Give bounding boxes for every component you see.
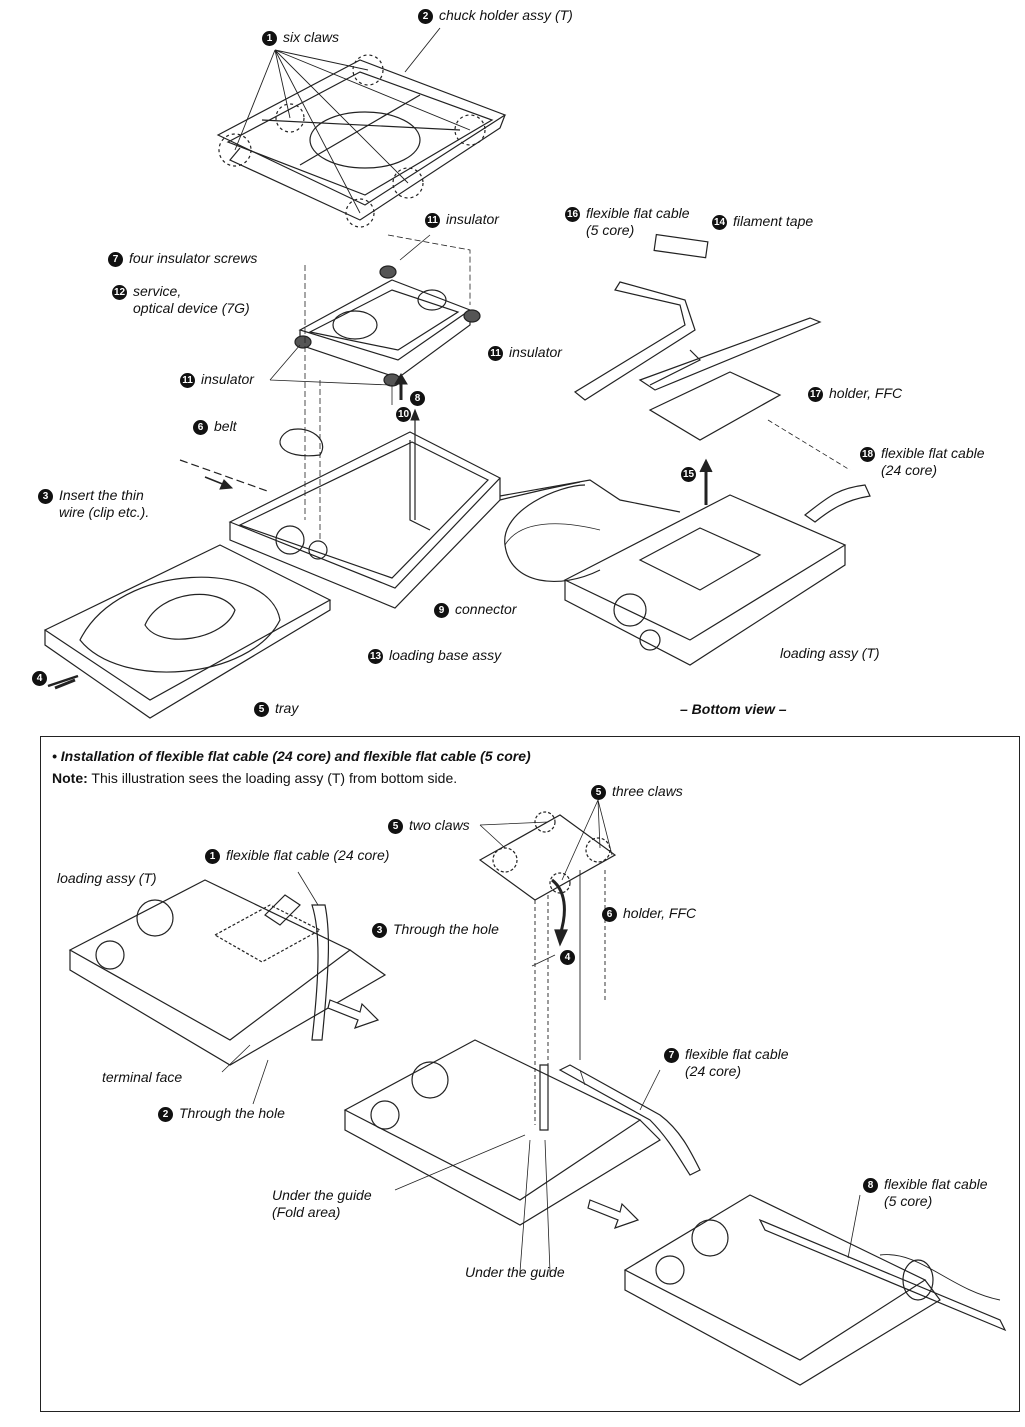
flow-arrow-2 xyxy=(587,1199,640,1229)
optical-device-drawing xyxy=(269,234,481,540)
loading-base-drawing xyxy=(179,428,581,609)
chuck-holder-assy-drawing xyxy=(216,27,507,228)
step-mark-10: 10 xyxy=(396,407,411,422)
bottom-view-caption: – Bottom view – xyxy=(680,701,787,717)
flow-arrow-1 xyxy=(327,999,380,1029)
ffc-upper-drawing xyxy=(573,233,871,523)
step-mark-8: 8 xyxy=(410,389,425,406)
tray-drawing xyxy=(43,544,332,719)
inset-loading-assy-3-drawing xyxy=(623,1194,1007,1386)
inset-title: • Installation of flexible flat cable (2… xyxy=(52,748,531,764)
inset-loading-assy-2-drawing xyxy=(343,1039,701,1226)
step-mark-15: 15 xyxy=(681,467,696,482)
inset-loading-assy-1-drawing xyxy=(68,879,387,1066)
inset-step-mark-4: 4 xyxy=(560,948,575,965)
callout-loading-assy: loading assy (T) xyxy=(780,645,880,661)
inset-callout-under-guide-fold: Under the guide(Fold area) xyxy=(272,1187,372,1220)
inset-callout-terminal-face: terminal face xyxy=(102,1069,183,1085)
inset-callout-under-guide: Under the guide xyxy=(465,1264,565,1280)
installation-inset-frame xyxy=(40,736,1020,1412)
loading-assy-bottom-drawing xyxy=(499,479,847,666)
inset-note: Note: This illustration sees the loading… xyxy=(52,770,458,786)
step-mark-4: 4 xyxy=(32,669,47,686)
inset-callout-loading-assy: loading assy (T) xyxy=(57,870,157,886)
